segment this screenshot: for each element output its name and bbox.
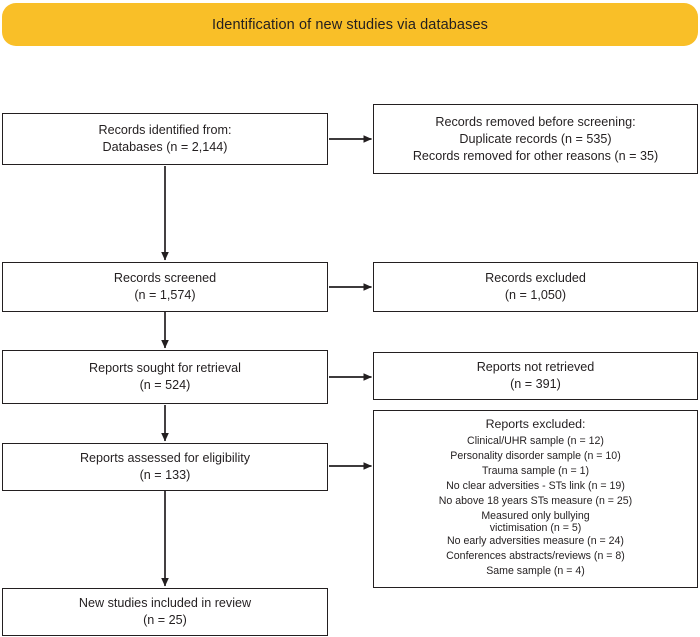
node-reports-not-retrieved: Reports not retrieved (n = 391) [373,352,698,400]
node-line: Databases (n = 2,144) [102,140,228,154]
node-heading: Reports excluded: [485,417,586,431]
node-line: Conferences abstracts/reviews (n = 8) [446,550,625,563]
node-line: (n = 1,574) [134,288,196,302]
node-line: New studies included in review [78,596,252,610]
diagram-title: Identification of new studies via databa… [212,16,488,33]
node-line: Records identified from: [98,123,232,137]
node-records-excluded: Records excluded (n = 1,050) [373,262,698,312]
node-records-identified: Records identified from: Databases (n = … [2,113,328,165]
node-line: Records removed for other reasons (n = 3… [412,148,659,163]
node-line: victimisation (n = 5) [489,521,582,534]
node-line: Duplicate records (n = 535) [459,131,612,146]
node-line: (n = 133) [139,468,191,482]
node-line: Records excluded [485,271,586,285]
node-line: (n = 1,050) [504,288,567,302]
node-records-screened: Records screened (n = 1,574) [2,262,328,312]
node-line: (n = 524) [139,378,191,392]
node-reports-assessed-for-eligibility: Reports assessed for eligibility (n = 13… [2,443,328,491]
node-records-removed-before-screening: Records removed before screening: Duplic… [373,104,698,174]
diagram-header-banner: Identification of new studies via databa… [2,3,698,46]
node-line: No early adversities measure (n = 24) [447,534,624,547]
node-line: Records removed before screening: [435,114,636,129]
node-line: Reports sought for retrieval [89,361,241,375]
node-line: Reports assessed for eligibility [79,451,251,465]
node-line: Records screened [113,271,217,285]
node-line: Same sample (n = 4) [486,565,585,578]
node-new-studies-included-in-review: New studies included in review (n = 25) [2,588,328,636]
node-line: No above 18 years STs measure (n = 25) [438,495,633,508]
node-reports-sought-for-retrieval: Reports sought for retrieval (n = 524) [2,350,328,404]
node-line: Reports not retrieved [476,360,595,374]
node-line: No clear adversities - STs link (n = 19) [446,480,625,493]
node-line: (n = 25) [143,613,187,627]
node-line: Measured only bullying [481,509,590,522]
node-reports-excluded: Reports excluded: Clinical/UHR sample (n… [373,410,698,588]
node-line: Clinical/UHR sample (n = 12) [467,434,604,447]
node-line: (n = 391) [510,377,561,391]
node-line: Trauma sample (n = 1) [481,464,590,477]
node-line: Personality disorder sample (n = 10) [450,449,621,462]
